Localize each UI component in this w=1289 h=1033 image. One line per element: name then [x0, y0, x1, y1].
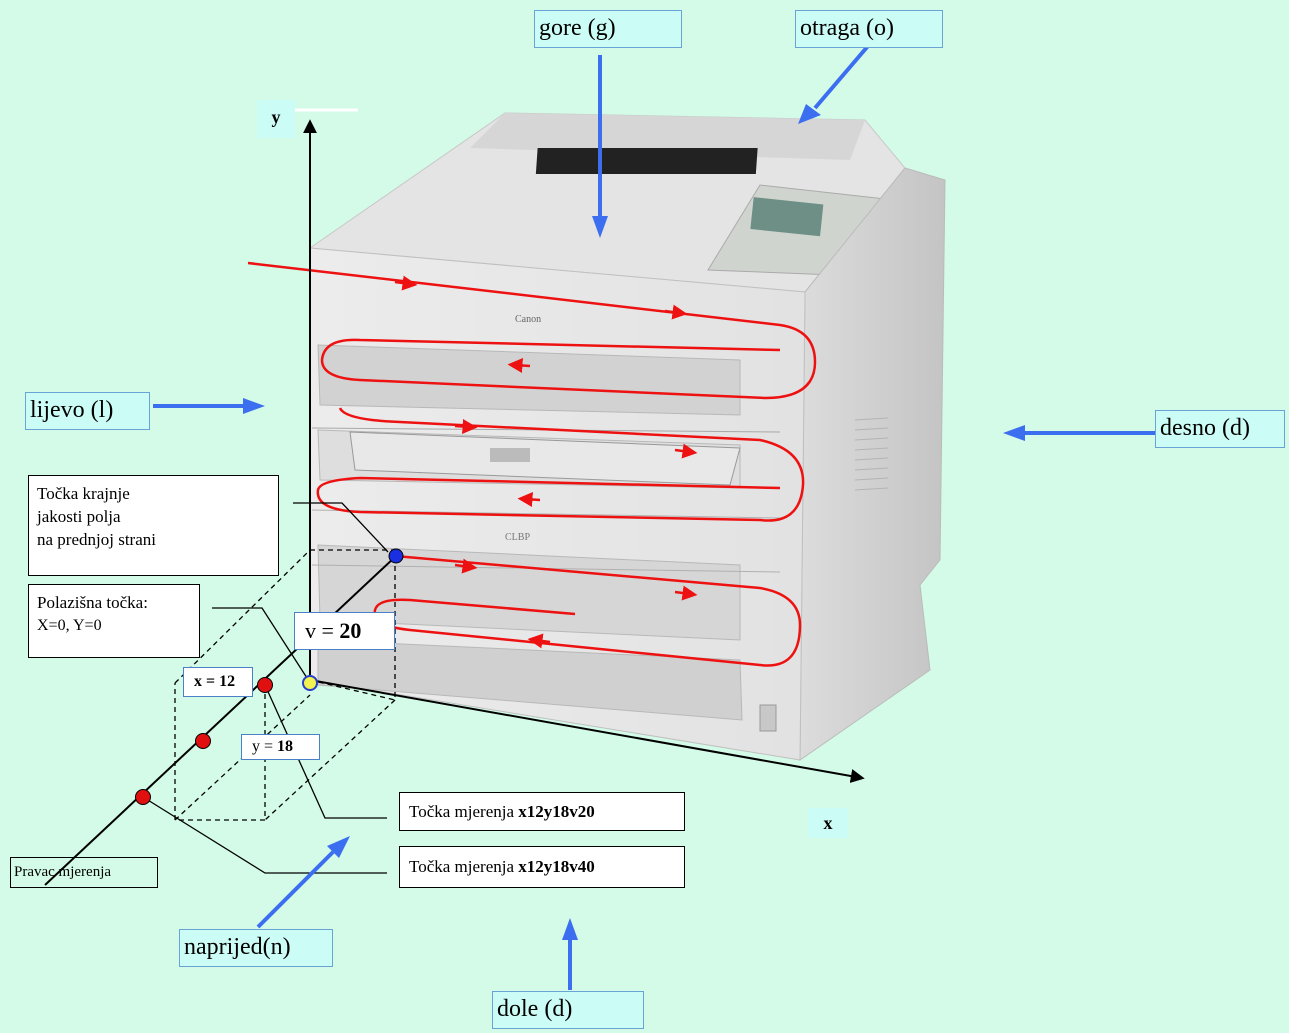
- arrow-from-front: [258, 836, 350, 927]
- label-down: dole (d): [492, 991, 644, 1029]
- printer-image: Canon CLBP: [310, 113, 945, 760]
- x-value-label: x = 12: [183, 667, 253, 697]
- measurement-point-v20: [258, 678, 273, 693]
- label-left: lijevo (l): [25, 392, 150, 430]
- y-axis-label: y: [257, 100, 295, 138]
- meas1-code: x12y18v20: [518, 802, 595, 821]
- label-front: naprijed(n): [179, 929, 333, 967]
- arrow-from-right: [1003, 425, 1155, 441]
- origin-point: [303, 676, 317, 690]
- measurement-point-v30: [196, 734, 211, 749]
- meas1-prefix: Točka mjerenja: [409, 802, 518, 821]
- meas2-code: x12y18v40: [518, 857, 595, 876]
- max-field-line-1: Točka krajnje: [37, 482, 270, 505]
- x-prefix: x =: [194, 673, 219, 690]
- origin-title: Polazišna točka:: [37, 591, 191, 614]
- y-value-label: y = 18: [241, 734, 320, 760]
- max-field-label: Točka krajnje jakosti polja na prednjoj …: [28, 475, 279, 576]
- label-up: gore (g): [534, 10, 682, 48]
- origin-label: Polazišna točka: X=0, Y=0: [28, 584, 200, 658]
- x-value: 12: [219, 673, 235, 690]
- max-field-line-2: jakosti polja: [37, 505, 270, 528]
- origin-value: X=0, Y=0: [37, 614, 191, 637]
- measurement-line-label: Pravac mjerenja: [10, 857, 158, 888]
- v-prefix: v =: [305, 618, 339, 643]
- arrow-from-back: [798, 46, 868, 124]
- v-value-label: v = 20: [294, 612, 395, 650]
- arrow-from-left: [153, 398, 265, 414]
- measurement-point-v40: [136, 790, 151, 805]
- y-prefix: y =: [252, 738, 277, 755]
- printer-brand-logo: Canon: [515, 314, 541, 325]
- printer-model-logo: CLBP: [505, 532, 530, 543]
- meas2-prefix: Točka mjerenja: [409, 857, 518, 876]
- label-back: otraga (o): [795, 10, 943, 48]
- x-axis-label: x: [808, 808, 848, 838]
- max-field-point: [389, 549, 403, 563]
- label-right: desno (d): [1155, 410, 1285, 448]
- max-field-line-3: na prednjoj strani: [37, 528, 270, 551]
- v-value: 20: [339, 618, 361, 643]
- y-value: 18: [277, 738, 293, 755]
- measurement-point-label-v20: Točka mjerenja x12y18v20: [399, 792, 685, 831]
- measurement-point-label-v40: Točka mjerenja x12y18v40: [399, 846, 685, 888]
- arrow-up-from-bottom: [562, 918, 578, 990]
